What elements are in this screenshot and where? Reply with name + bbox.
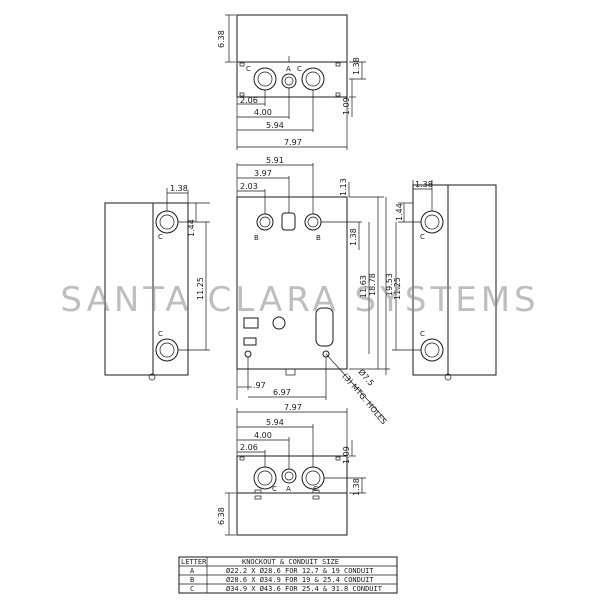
top-view-body: [236, 14, 348, 63]
knockout-label: C: [158, 233, 163, 241]
left-view: C C 1.38 1.44 11.25: [104, 184, 210, 381]
dimension-label: 1.13: [339, 178, 348, 196]
knockout-label: C: [420, 330, 425, 338]
knockout-label: B: [316, 234, 321, 242]
knockout-label: C: [313, 485, 318, 493]
dimension-label: 19.53: [385, 273, 394, 296]
dimension-label: 1.09: [342, 97, 351, 115]
bottom-view-face: [236, 455, 348, 494]
dimension-label: 11.63: [359, 275, 368, 298]
watermark: SANTA CLARA SYSTEMS: [60, 280, 539, 320]
knockout-label: C: [297, 65, 302, 73]
knockout-c: [155, 210, 179, 234]
dimension-label: 11.25: [196, 277, 205, 300]
knockout-c: [420, 210, 444, 234]
dimension-label: 5.94: [266, 121, 284, 130]
dimension-label: 1.38: [415, 180, 433, 189]
dimension-label: 7.97: [284, 403, 302, 412]
knockout-a: [281, 73, 297, 89]
knockout-label: C: [420, 233, 425, 241]
table-cell: C: [190, 585, 194, 593]
knockout-table: LETTER KNOCKOUT & CONDUIT SIZE A Ø22.2 X…: [178, 556, 398, 594]
left-view-face: [152, 202, 189, 376]
knockout-c: [155, 338, 179, 362]
dimension-label: 1.09: [342, 446, 351, 464]
knockout-label: B: [254, 234, 259, 242]
dimension-label: 5.94: [266, 418, 284, 427]
dimension-label: 1.38: [352, 478, 361, 496]
dimension-label: 1.38: [349, 228, 358, 246]
knockout-b: [256, 213, 274, 231]
dimension-label: 2.06: [240, 443, 258, 452]
dimension-label: 1.38: [170, 184, 188, 193]
knockout-a: [281, 468, 297, 484]
top-view: C A C 6.38 1.38 1.09 2.06 4.00 5.94 7.97: [217, 14, 366, 150]
knockout-c: [301, 67, 325, 91]
dimension-label: 2.03: [240, 182, 258, 191]
knockout-label: C: [158, 330, 163, 338]
knockout-c: [420, 338, 444, 362]
knockout-a: [281, 212, 296, 231]
dimension-label: 6.38: [217, 507, 226, 525]
table-cell: A: [190, 567, 195, 575]
knockout-c: [253, 67, 277, 91]
knockout-label: A: [286, 65, 291, 73]
bottom-view: 7.97 C A C 5.94 4.00 2.06 1.09 1.: [217, 403, 366, 536]
knockout-b: [304, 213, 322, 231]
dimension-label: 3.97: [254, 169, 272, 178]
knockout-label: C: [246, 65, 251, 73]
dimension-label: .97: [253, 381, 266, 390]
dimension-label: 7.97: [284, 138, 302, 147]
table-cell: Ø28.6 X Ø34.9 FOR 19 & 25.4 CONDUIT: [226, 576, 374, 584]
knockout-label: A: [286, 485, 291, 493]
dimension-label: 6.38: [217, 30, 226, 48]
dimension-label: 1.38: [352, 57, 361, 75]
dimension-label: 4.00: [254, 108, 272, 117]
dimension-label: 18.78: [368, 273, 377, 296]
bottom-view-body: [236, 492, 348, 536]
dimension-label: 11.25: [393, 277, 402, 300]
dimension-label: 6.97: [273, 388, 291, 397]
table-cell: B: [190, 576, 194, 584]
dimension-label: 1.44: [395, 203, 404, 221]
knockout-label: C: [272, 485, 277, 493]
dimension-label: 2.06: [240, 96, 258, 105]
mounting-hole: [244, 350, 252, 358]
top-view-face: [236, 61, 348, 98]
table-cell: Ø34.9 X Ø43.6 FOR 25.4 & 31.8 CONDUIT: [226, 585, 383, 593]
table-cell: Ø22.2 X Ø28.6 FOR 12.7 & 19 CONDUIT: [226, 567, 374, 575]
right-view: C C 1.38 1.44 11.25: [392, 180, 497, 381]
dimension-label: 1.44: [187, 219, 196, 237]
table-header: LETTER: [181, 558, 207, 566]
dimension-label: 4.00: [254, 431, 272, 440]
table-header: KNOCKOUT & CONDUIT SIZE: [242, 558, 339, 566]
dimension-label: 5.91: [266, 156, 284, 165]
